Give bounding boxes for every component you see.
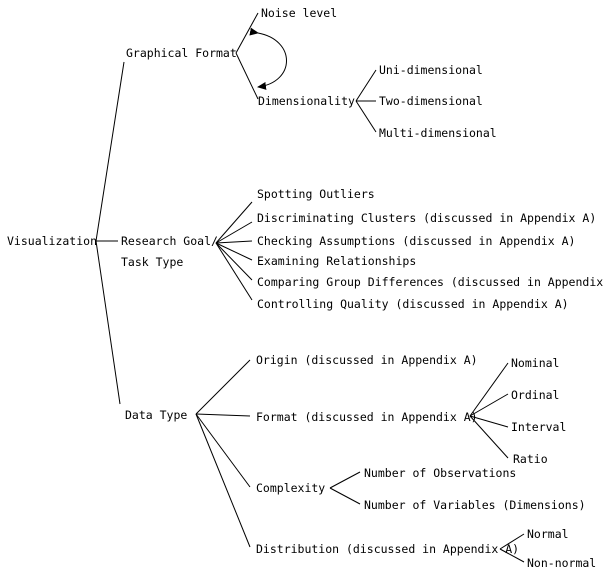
- edge-complexity-obs: [329, 471, 361, 489]
- edge-distribution-nonnormal: [499, 548, 525, 563]
- node-multi-dimensional: Multi-dimensional: [379, 126, 497, 140]
- node-research-item: Examining Relationships: [257, 254, 417, 268]
- node-graphical-format: Graphical Format: [126, 46, 237, 60]
- node-dimensionality: Dimensionality: [258, 94, 355, 108]
- node-noise-level: Noise level: [261, 6, 338, 20]
- node-ratio: Ratio: [513, 452, 548, 466]
- node-interval: Interval: [511, 420, 567, 434]
- edge-datatype-origin: [195, 359, 251, 415]
- edge-distribution-normal: [499, 533, 525, 550]
- edge-research-4: [215, 242, 253, 261]
- noise-dimensionality-arrow: [249, 27, 287, 90]
- edge-complexity-vars: [329, 487, 361, 505]
- node-nominal: Nominal: [511, 356, 560, 370]
- node-uni-dimensional: Uni-dimensional: [379, 63, 483, 77]
- edge-format-nominal: [469, 362, 509, 417]
- node-normal: Normal: [527, 527, 569, 541]
- node-number-of-variables: Number of Variables (Dimensions): [364, 498, 586, 512]
- node-number-of-observations: Number of Observations: [364, 466, 517, 480]
- node-research-item: Controlling Quality (discussed in Append…: [257, 297, 569, 311]
- edge-datatype-distribution: [195, 413, 251, 548]
- node-research-goal: Research Goal/: [121, 234, 218, 248]
- node-research-item: Comparing Group Differences (discussed i…: [257, 275, 608, 289]
- edge-format-ordinal: [469, 393, 509, 417]
- node-task-type: Task Type: [121, 255, 184, 269]
- edge-graphical-noise: [235, 12, 259, 54]
- edge-root-datatype: [95, 240, 121, 405]
- node-origin: Origin (discussed in Appendix A): [256, 353, 478, 367]
- edge-datatype-complexity: [195, 413, 251, 488]
- node-two-dimensional: Two-dimensional: [379, 94, 483, 108]
- edge-research-6: [215, 242, 253, 301]
- edge-research-2: [215, 221, 253, 244]
- node-format: Format (discussed in Appendix A): [256, 410, 478, 424]
- edge-dim-uni: [355, 69, 377, 102]
- edge-root-graphical: [95, 61, 125, 242]
- edge-dim-multi: [355, 100, 377, 133]
- edge-graphical-dimensionality: [235, 52, 259, 100]
- node-visualization: Visualization: [7, 234, 98, 248]
- edge-research-1: [215, 201, 253, 244]
- edge-datatype-format: [195, 413, 251, 417]
- node-distribution: Distribution (discussed in Appendix A): [256, 542, 520, 556]
- node-non-normal: Non-normal: [527, 556, 597, 570]
- edge-format-ratio: [469, 415, 509, 459]
- edge-format-interval: [469, 415, 509, 428]
- node-research-item: Checking Assumptions (discussed in Appen…: [257, 234, 576, 248]
- node-ordinal: Ordinal: [511, 388, 560, 402]
- node-research-item: Discriminating Clusters (discussed in Ap…: [257, 211, 597, 225]
- node-complexity: Complexity: [256, 481, 326, 495]
- edge-research-3: [215, 240, 253, 244]
- node-research-item: Spotting Outliers: [257, 187, 375, 201]
- edge-research-5: [215, 242, 253, 281]
- node-data-type: Data Type: [125, 408, 188, 422]
